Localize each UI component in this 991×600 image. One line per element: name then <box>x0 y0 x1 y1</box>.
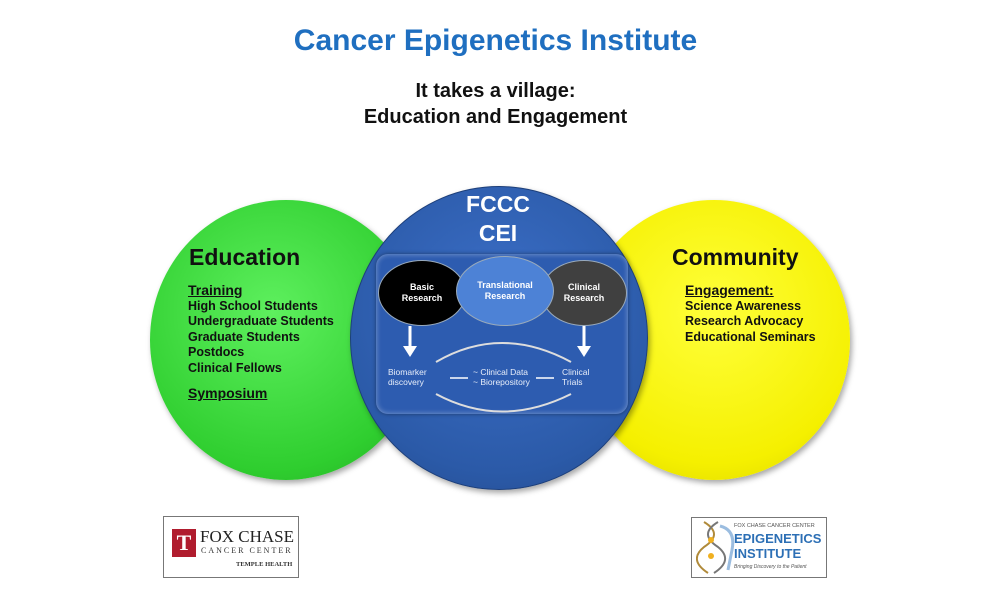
logo-text: INSTITUTE <box>734 546 802 561</box>
flow-arrows <box>403 326 591 413</box>
list-item: Science Awareness <box>685 298 802 313</box>
list-item: Undergraduate Students <box>188 314 334 328</box>
training-heading: Training <box>188 282 243 298</box>
list-item: Postdocs <box>188 345 245 359</box>
fccc-label: FCCC <box>466 191 530 217</box>
label: Biomarker <box>388 367 427 377</box>
logo-text: EPIGENETICS <box>734 531 822 546</box>
community-heading: Community <box>672 244 799 270</box>
list-item: Clinical Fellows <box>188 360 282 375</box>
label: ~ Biorepository <box>473 377 530 387</box>
list-item: Research Advocacy <box>685 314 804 328</box>
center-heading: FCCC CEI <box>350 190 646 248</box>
logo-text: CANCER CENTER <box>201 546 293 555</box>
logo-text: FOX CHASE CANCER CENTER <box>734 523 815 529</box>
label: Clinical <box>562 367 590 377</box>
subtitle-line: Education and Engagement <box>363 106 628 128</box>
logo-text: TEMPLE HEALTH <box>236 561 293 568</box>
page-title: Cancer Epigenetics Institute <box>293 24 698 57</box>
fox-chase-logo: T FOX CHASE CANCER CENTER TEMPLE HEALTH <box>163 516 299 578</box>
temple-t-icon: T <box>172 529 196 557</box>
label: Clinical <box>567 282 600 292</box>
label: Basic <box>409 282 435 292</box>
subtitle-line: It takes a village: <box>415 80 576 102</box>
label: Research <box>484 291 526 301</box>
epigenetics-institute-logo: FOX CHASE CANCER CENTER EPIGENETICS INST… <box>691 517 827 578</box>
cei-label: CEI <box>478 220 518 246</box>
label: Research <box>563 293 605 303</box>
clinical-data-label: ~ Clinical Data~ Biorepository <box>473 367 530 387</box>
label: Research <box>401 293 443 303</box>
community-list: Engagement: Science Awareness Research A… <box>685 282 816 345</box>
label: discovery <box>388 377 424 387</box>
logo-text: FOX CHASE <box>200 527 294 546</box>
list-item: Educational Seminars <box>685 329 816 344</box>
engagement-heading: Engagement: <box>685 282 774 298</box>
education-list: Training High School Students Undergradu… <box>188 282 334 402</box>
list-item: High School Students <box>188 298 318 313</box>
list-item: Graduate Students <box>188 329 300 344</box>
label: ~ Clinical Data <box>473 367 529 377</box>
dna-helix-icon <box>696 521 735 574</box>
symposium-heading: Symposium <box>188 385 268 401</box>
logo-text: Bringing Discovery to the Patient <box>734 564 807 570</box>
label: Translational <box>477 280 533 290</box>
label: Trials <box>562 377 583 387</box>
education-heading: Education <box>189 244 301 270</box>
subtitle: It takes a village: Education and Engagem… <box>0 78 991 130</box>
